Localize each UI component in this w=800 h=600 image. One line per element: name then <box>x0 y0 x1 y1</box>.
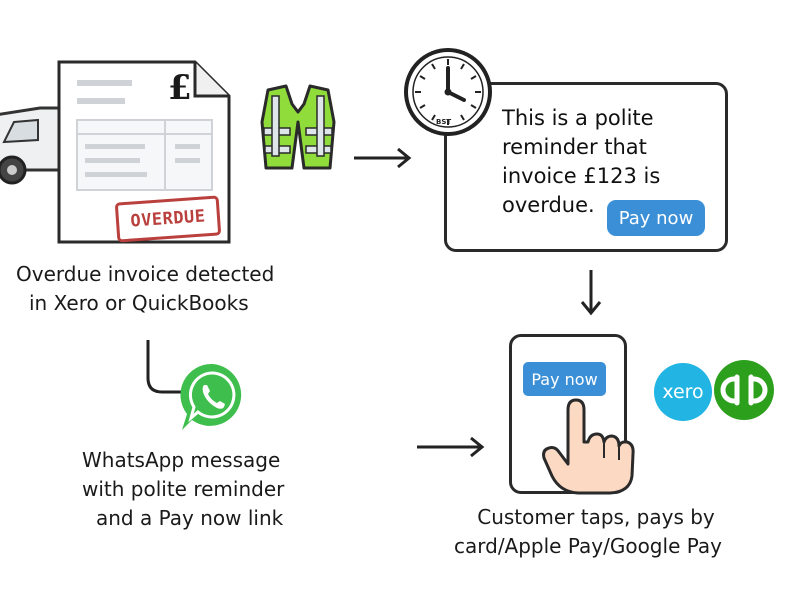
hi-vis-vest-icon <box>260 84 336 170</box>
quickbooks-logo <box>714 360 774 420</box>
currency-symbol: £ <box>168 68 192 108</box>
caption-line: Overdue invoice detected <box>16 262 275 286</box>
arrow-down-icon <box>580 270 602 316</box>
caption-line: and a Pay now link <box>96 506 284 530</box>
caption-line: card/Apple Pay/Google Pay <box>454 534 722 558</box>
clock-icon <box>404 48 492 136</box>
xero-logo: xero <box>654 363 712 421</box>
step1-caption: Overdue invoice detected in Xero or Quic… <box>16 260 316 318</box>
message-line: reminder that <box>502 135 647 159</box>
caption-line: Customer taps, pays by <box>477 505 715 529</box>
phone-pay-now-button[interactable]: Pay now <box>523 362 606 396</box>
pay-now-button[interactable]: Pay now <box>607 200 705 236</box>
step3-caption: WhatsApp message with polite reminder an… <box>82 446 342 533</box>
overdue-stamp: OVERDUE <box>114 195 222 243</box>
message-line: invoice £123 is <box>502 164 661 188</box>
message-line: This is a polite <box>502 106 654 130</box>
step4-caption: Customer taps, pays by card/Apple Pay/Go… <box>428 503 748 561</box>
caption-line: in Xero or QuickBooks <box>29 291 249 315</box>
whatsapp-icon <box>180 363 242 430</box>
caption-line: with polite reminder <box>82 477 285 501</box>
connector-line <box>146 340 184 394</box>
clock-label: BST <box>436 118 452 126</box>
caption-line: WhatsApp message <box>82 448 281 472</box>
reminder-message-text: This is a polite reminder that invoice £… <box>502 104 712 220</box>
arrow-right-icon <box>354 147 412 169</box>
message-line: overdue. <box>502 193 595 217</box>
hand-tap-icon <box>542 398 635 495</box>
arrow-right-icon <box>417 436 485 458</box>
